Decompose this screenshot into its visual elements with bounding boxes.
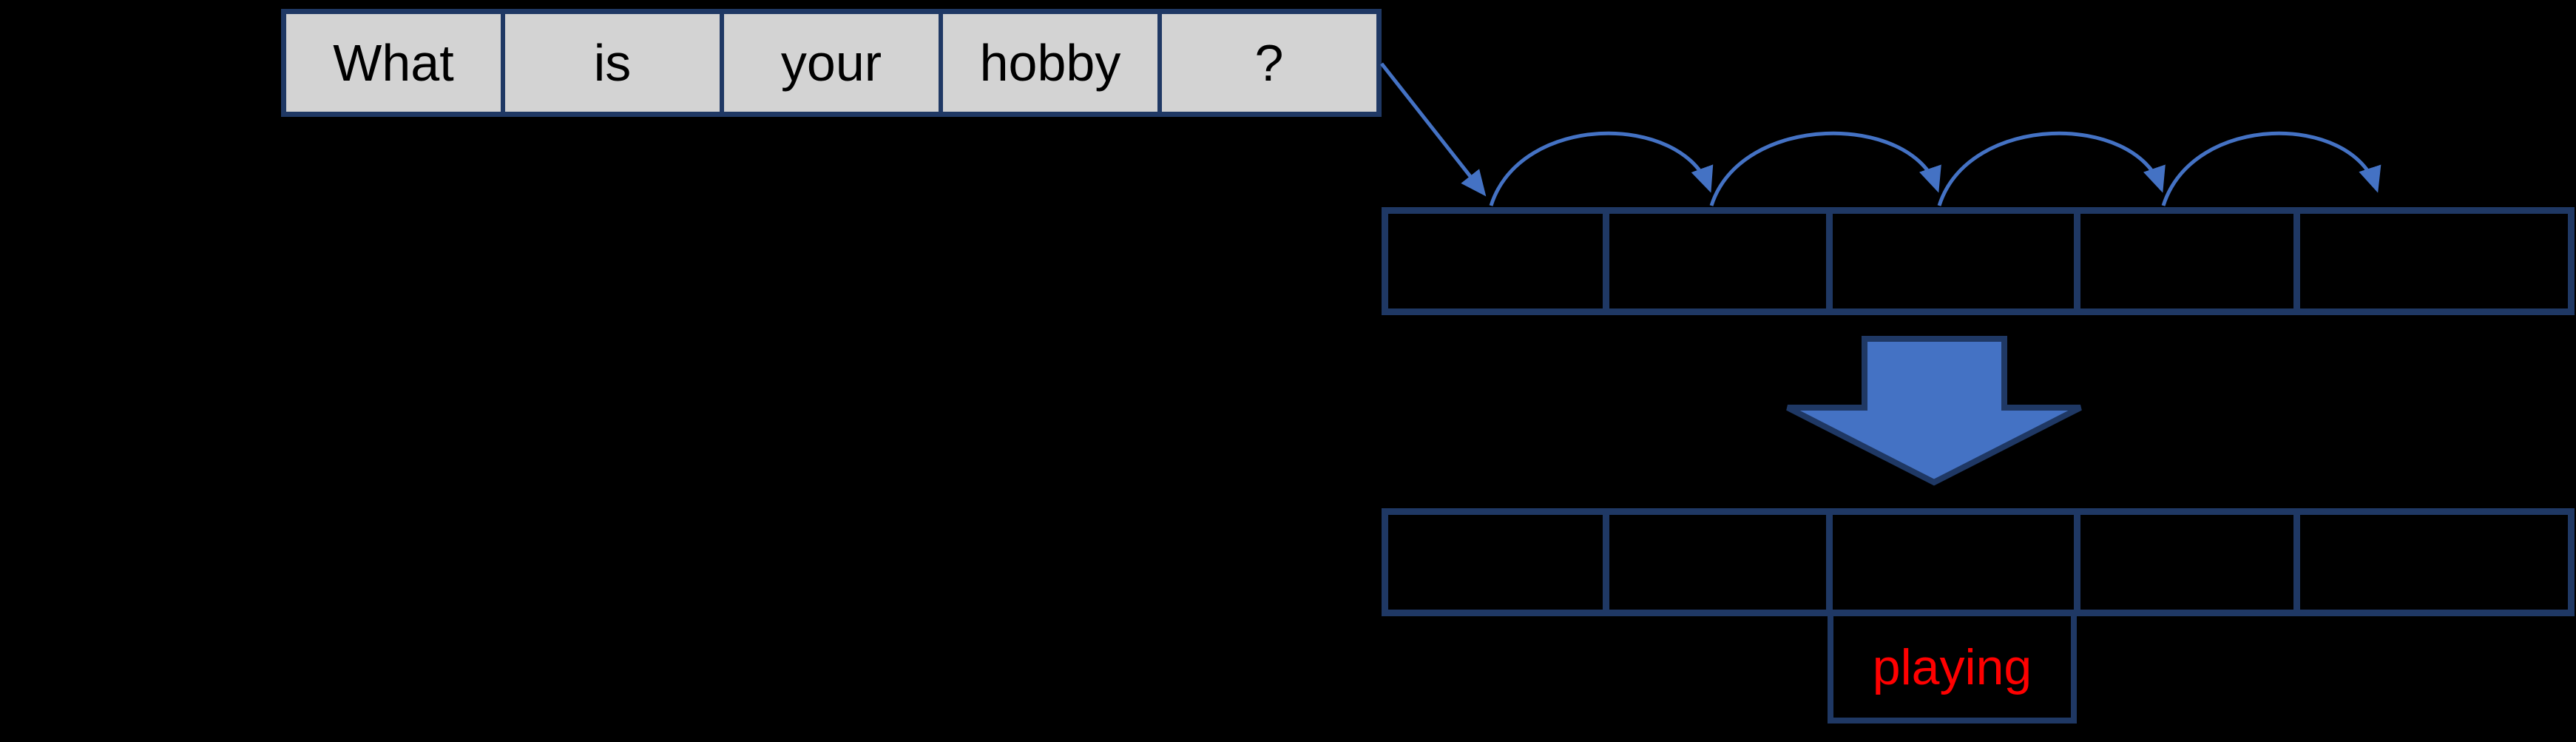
output-cell-5 — [2293, 515, 2568, 610]
predicted-word-cell: playing — [1828, 616, 2077, 724]
output-cell-2 — [1602, 515, 1826, 610]
hop-arc-3 — [1937, 131, 2166, 206]
output-cells-row — [1382, 508, 2575, 616]
output-cell-4 — [2073, 515, 2293, 610]
input-cells-row — [1382, 207, 2575, 315]
predicted-word-label: playing — [1872, 638, 2032, 695]
input-cell-4 — [2073, 214, 2293, 308]
input-cell-1 — [1388, 214, 1603, 308]
down-block-arrow — [1786, 336, 2082, 486]
input-cell-2 — [1602, 214, 1826, 308]
hop-arc-4 — [2161, 131, 2381, 206]
output-cell-1 — [1388, 515, 1603, 610]
question-to-cells-arrow — [1380, 62, 1487, 197]
question-word-row: What is your hobby ? — [281, 9, 1382, 117]
question-word-cell-5: ? — [1157, 14, 1376, 112]
question-word-cell-3: your — [720, 14, 939, 112]
output-cell-3 — [1825, 515, 2074, 610]
input-cell-3 — [1825, 214, 2074, 308]
hop-arc-1 — [1489, 131, 1714, 206]
question-word-cell-1: What — [286, 14, 501, 112]
input-cell-5 — [2293, 214, 2568, 308]
question-word-cell-4: hobby — [939, 14, 1157, 112]
hop-arc-2 — [1709, 131, 1941, 206]
question-word-cell-2: is — [501, 14, 720, 112]
